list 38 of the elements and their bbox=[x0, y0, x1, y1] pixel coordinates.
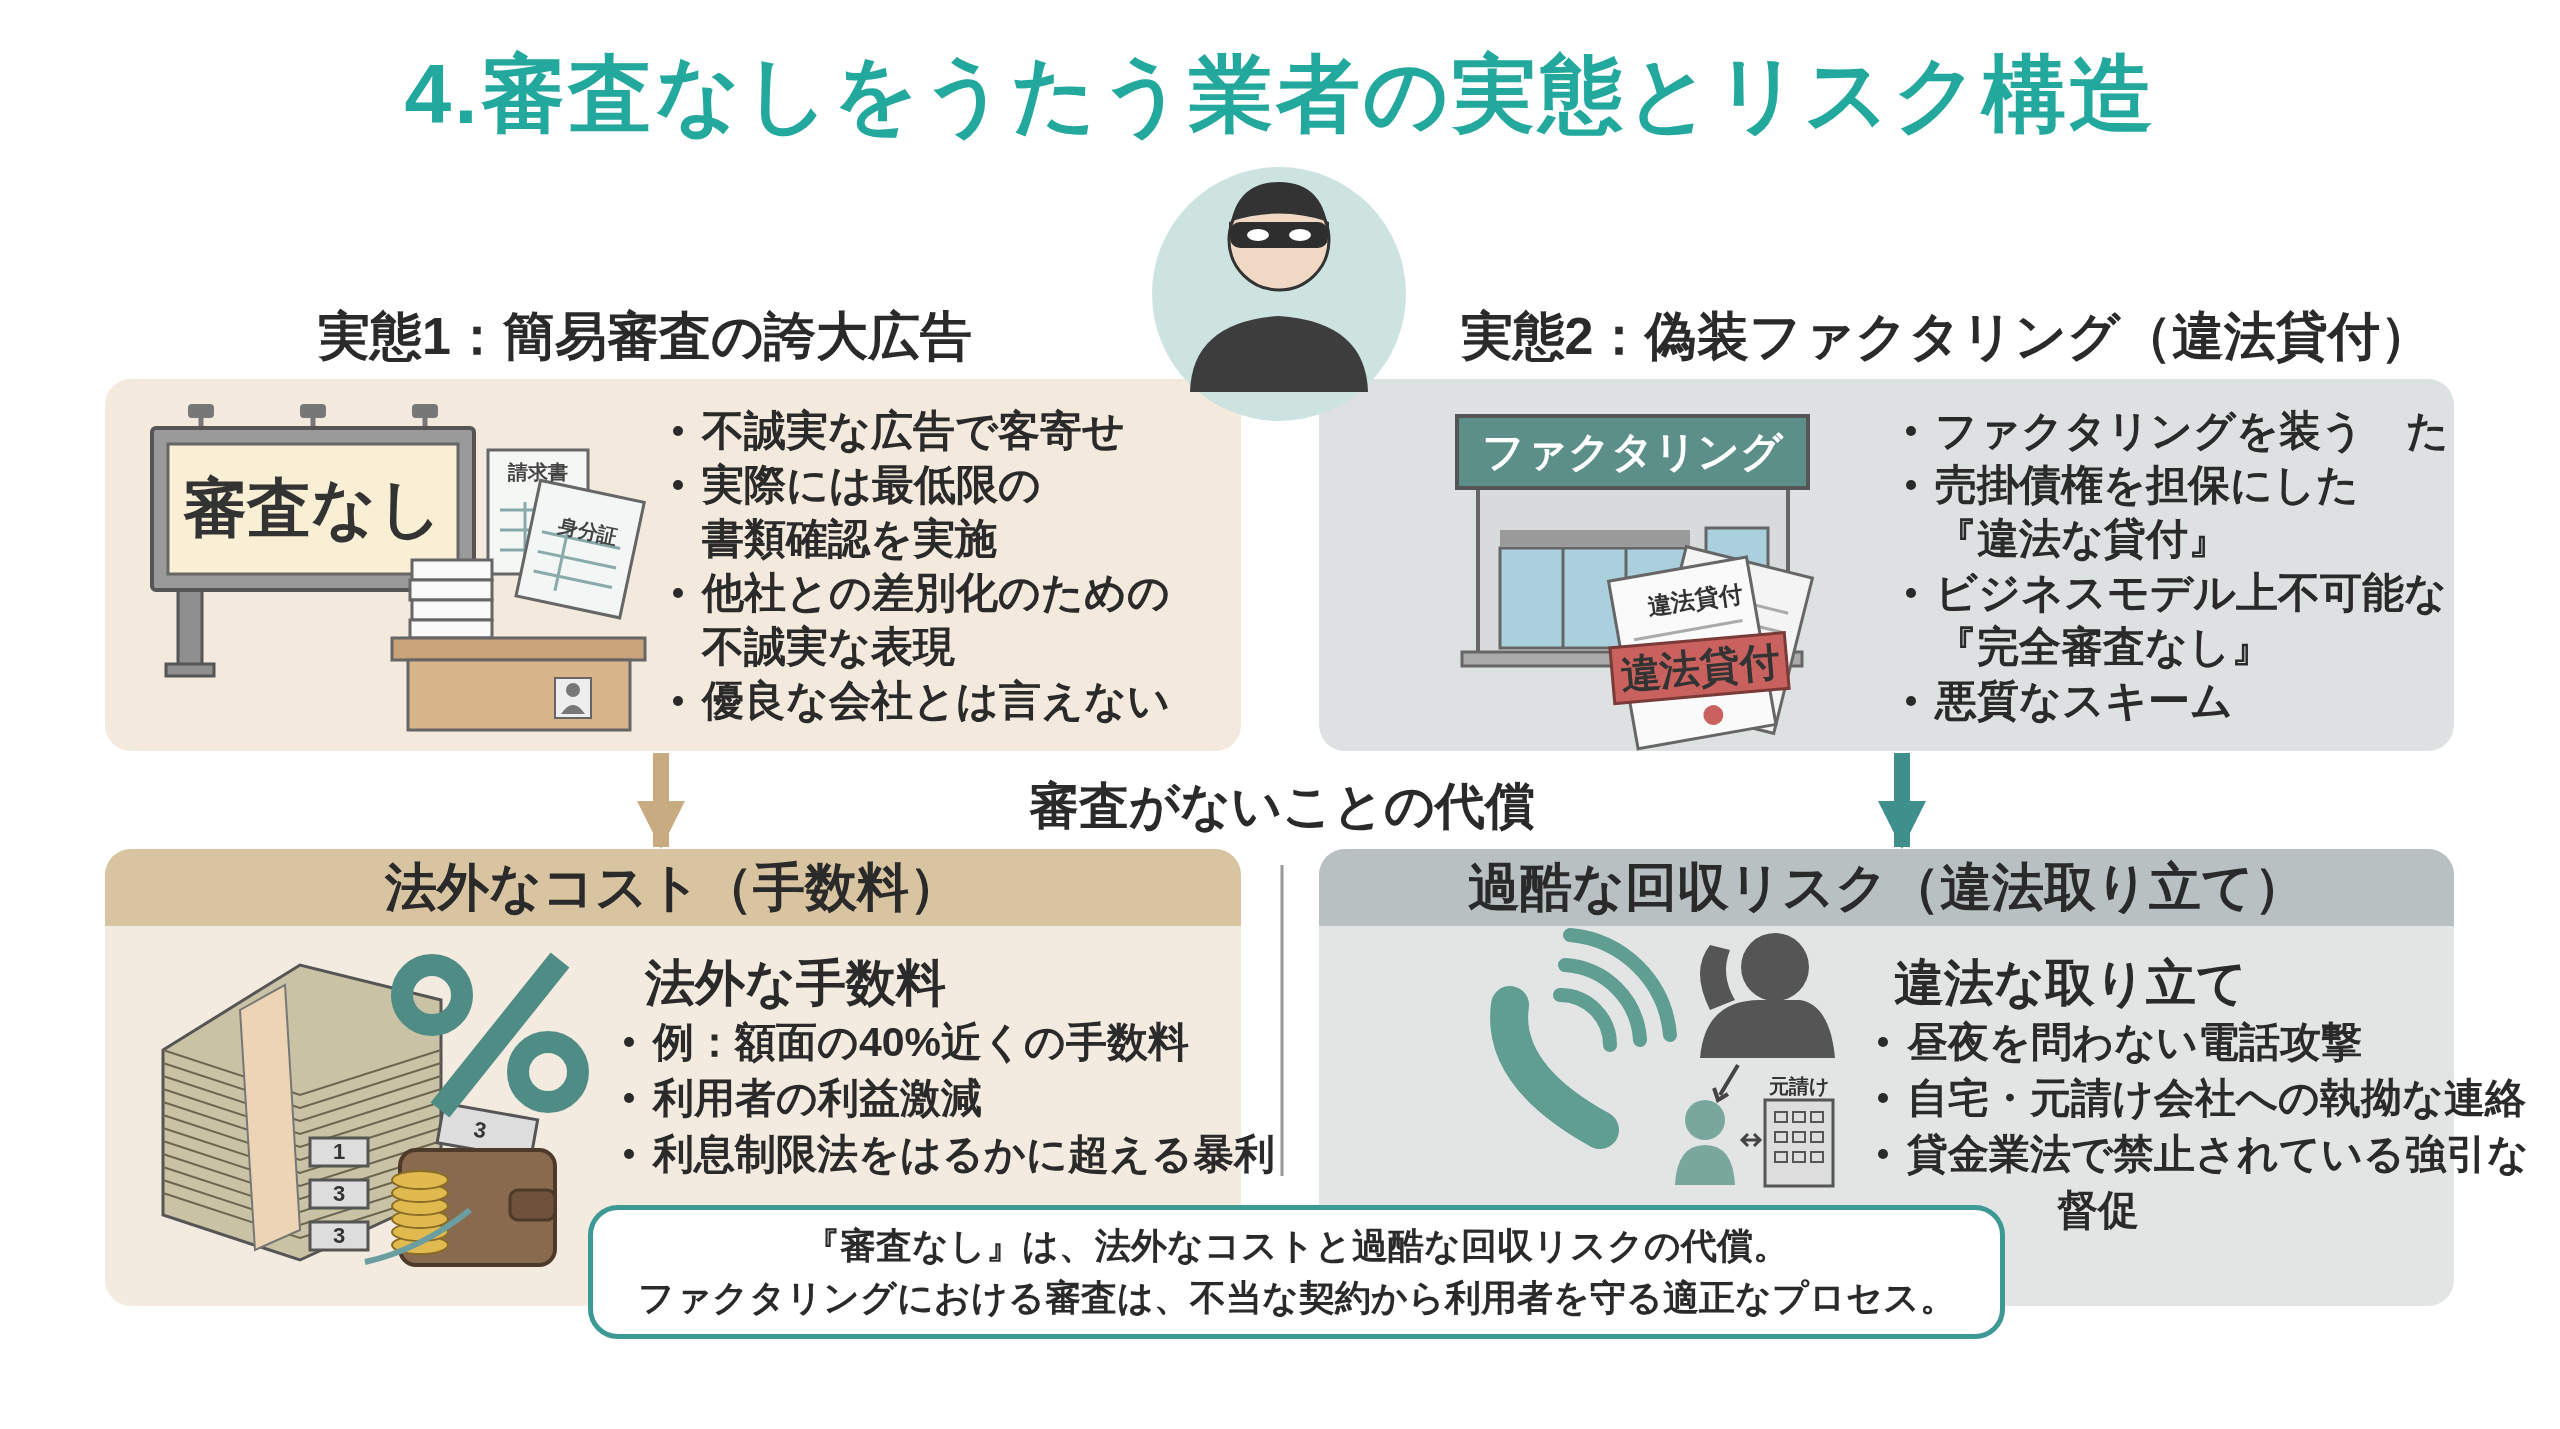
bullet-item: 不誠実な広告で客寄せ bbox=[702, 406, 1126, 456]
store-sign-text: ファクタリング bbox=[1481, 427, 1783, 477]
bullet-item: 自宅・元請け会社への執拗な連絡 bbox=[1907, 1074, 2527, 1123]
panel-header: 過酷な回収リスク（違法取り立て） bbox=[1319, 849, 2454, 926]
subheading: 法外な手数料 bbox=[645, 954, 946, 1013]
stamp-text: 違法貸付 bbox=[1618, 638, 1782, 698]
summary-text: 『審査なし』は、法外なコストと過酷な回収リスクの代償。 bbox=[803, 1224, 1790, 1268]
panel-heading: 実態2：偽装ファクタリング（違法貸付） bbox=[1459, 306, 2434, 367]
center-caption: 審査がないことの代償 bbox=[1029, 778, 1535, 836]
arrow bbox=[1878, 753, 1926, 849]
billboard-text: 審査なし bbox=[183, 472, 443, 546]
bullet-item: 利用者の利益激減 bbox=[653, 1074, 983, 1123]
bullet-item: 売掛債権を担保にした『違法な貸付』 bbox=[1935, 460, 2360, 564]
panel-heading: 実態1：簡易審査の誇大広告 bbox=[317, 306, 973, 367]
subheading: 違法な取り立て bbox=[1894, 954, 2247, 1013]
bullet-item: 昼夜を問わない電話攻撃 bbox=[1907, 1018, 2363, 1067]
document-title: 違法貸付 bbox=[1645, 579, 1745, 621]
bullet-item: 優良な会社とは言えない bbox=[702, 676, 1171, 726]
summary-text: ファクタリングにおける審査は、不当な契約から利用者を守る適正なプロセス。 bbox=[636, 1276, 1957, 1320]
bullet-item: 他社との差別化のための不誠実な表現 bbox=[702, 568, 1171, 672]
building-sign: 元請け bbox=[1769, 1074, 1829, 1098]
banknote-number: 1 bbox=[332, 1139, 346, 1165]
banknote-number: 3 bbox=[471, 1116, 489, 1144]
document-title: 請求書 bbox=[508, 460, 568, 484]
title: 4.審査なしをうたう業者の実態とリスク構造 bbox=[403, 46, 2157, 143]
bullet-item: ファクタリングを装う た bbox=[1935, 406, 2450, 456]
banknote-number: 3 bbox=[332, 1223, 346, 1249]
id-card-title: 身分証 bbox=[556, 514, 620, 550]
bullet-item: ビジネスモデル上不可能な『完全審査なし』 bbox=[1935, 568, 2448, 672]
summary-box bbox=[588, 1205, 2005, 1339]
banknote-number: 3 bbox=[332, 1181, 346, 1207]
panel-header: 法外なコスト（手数料） bbox=[105, 849, 1241, 926]
bullet-item: 悪質なスキーム bbox=[1935, 676, 2234, 726]
bullet-item: 例：額面の40%近くの手数料 bbox=[653, 1018, 1191, 1067]
arrow bbox=[637, 753, 685, 849]
bullet-item: 利息制限法をはるかに超える暴利 bbox=[653, 1130, 1276, 1179]
bullet-item: 実際には最低限の書類確認を実施 bbox=[702, 460, 1042, 564]
bullet-item: 貸金業法で禁止されている強引な督促 bbox=[1907, 1130, 2530, 1235]
